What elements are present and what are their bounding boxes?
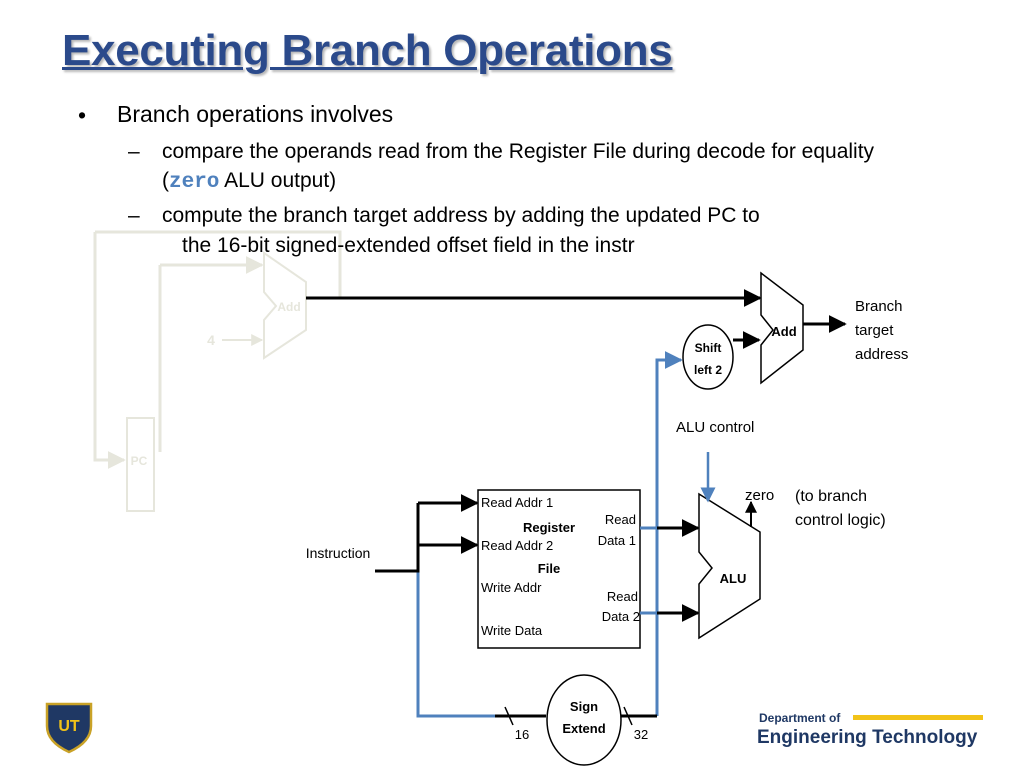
bus-width-slash-16 (504, 706, 514, 726)
write-data-label: Write Data (481, 623, 543, 638)
instruction-offset-wire (416, 503, 495, 718)
department-logo: Department of Engineering Technology (757, 711, 983, 748)
branch-target-line3: address (855, 346, 908, 363)
faded-add-label: Add (277, 300, 300, 314)
sign-extend-to-shift-wire (655, 351, 683, 716)
faded-pc-register (126, 417, 155, 512)
read-data-1-line2: Data 1 (598, 533, 636, 548)
sub-bullet-1-tail: ALU output) (224, 169, 337, 192)
sub-bullet-2-line2: the 16-bit signed-extended offset field … (182, 234, 635, 257)
branch-adder-label: Add (771, 324, 796, 339)
logo-letters: UT (58, 718, 80, 735)
bus-width-32: 32 (634, 727, 648, 742)
sub-bullet-dash-2: – (128, 204, 140, 227)
faded-pc-section: Add 4 PC (93, 230, 342, 512)
sub-bullet-dash-1: – (128, 140, 140, 163)
faded-loop-wire (95, 230, 342, 298)
read-data-2-line1: Read (607, 589, 638, 604)
bus-width-16: 16 (515, 727, 529, 742)
shift-left-2-unit (682, 324, 734, 390)
register-file-title-line2: File (538, 561, 560, 576)
branch-target-line2: target (855, 322, 894, 339)
sign-extend-line2: Extend (562, 721, 605, 736)
read-data-2-line2: Data 2 (602, 609, 640, 624)
ut-shield-logo: UT (45, 702, 93, 754)
slide-title: Executing Branch Operations (62, 26, 673, 75)
branch-adder (760, 271, 804, 385)
sub-bullet-1-line2: (zero ALU output) (162, 170, 336, 193)
instruction-label: Instruction (306, 545, 371, 561)
faded-pc-input-wire (93, 232, 126, 469)
department-line1: Department of (759, 711, 841, 725)
zero-code-text: zero (169, 171, 220, 194)
register-file (477, 489, 641, 649)
read-addr-1-label: Read Addr 1 (481, 495, 553, 510)
register-file-title-line1: Register (523, 520, 575, 535)
faded-pc-output-wire (158, 265, 262, 452)
bullet-marker: • (78, 102, 87, 128)
read-data-1-line1: Read (605, 512, 636, 527)
sign-extend-line1: Sign (570, 699, 598, 714)
bus-width-slash-32 (623, 706, 633, 726)
zero-label: zero (745, 487, 774, 504)
shift-label-line1: Shift (695, 341, 722, 355)
faded-four-label: 4 (207, 332, 215, 348)
faded-pc-label: PC (131, 454, 148, 468)
sub-bullet-2-line1: compute the branch target address by add… (162, 204, 760, 227)
sub-bullet-1-line1: compare the operands read from the Regis… (162, 140, 875, 163)
to-branch-line2: control logic) (795, 512, 886, 529)
shift-label-line2: left 2 (694, 363, 722, 377)
faded-pc-adder (263, 251, 307, 360)
to-branch-line1: (to branch (795, 488, 867, 505)
open-paren: ( (162, 169, 169, 192)
alu-control-label: ALU control (676, 419, 754, 436)
department-line2: Engineering Technology (757, 727, 978, 748)
write-addr-label: Write Addr (481, 580, 542, 595)
branch-target-line1: Branch (855, 298, 903, 315)
department-gold-bar (853, 715, 983, 720)
alu-label: ALU (720, 571, 747, 586)
bullet-main: Branch operations involves (117, 101, 394, 127)
sign-extend-unit (546, 674, 622, 766)
read-addr-2-label: Read Addr 2 (481, 538, 553, 553)
instruction-wire (375, 503, 420, 573)
alu (698, 492, 761, 640)
